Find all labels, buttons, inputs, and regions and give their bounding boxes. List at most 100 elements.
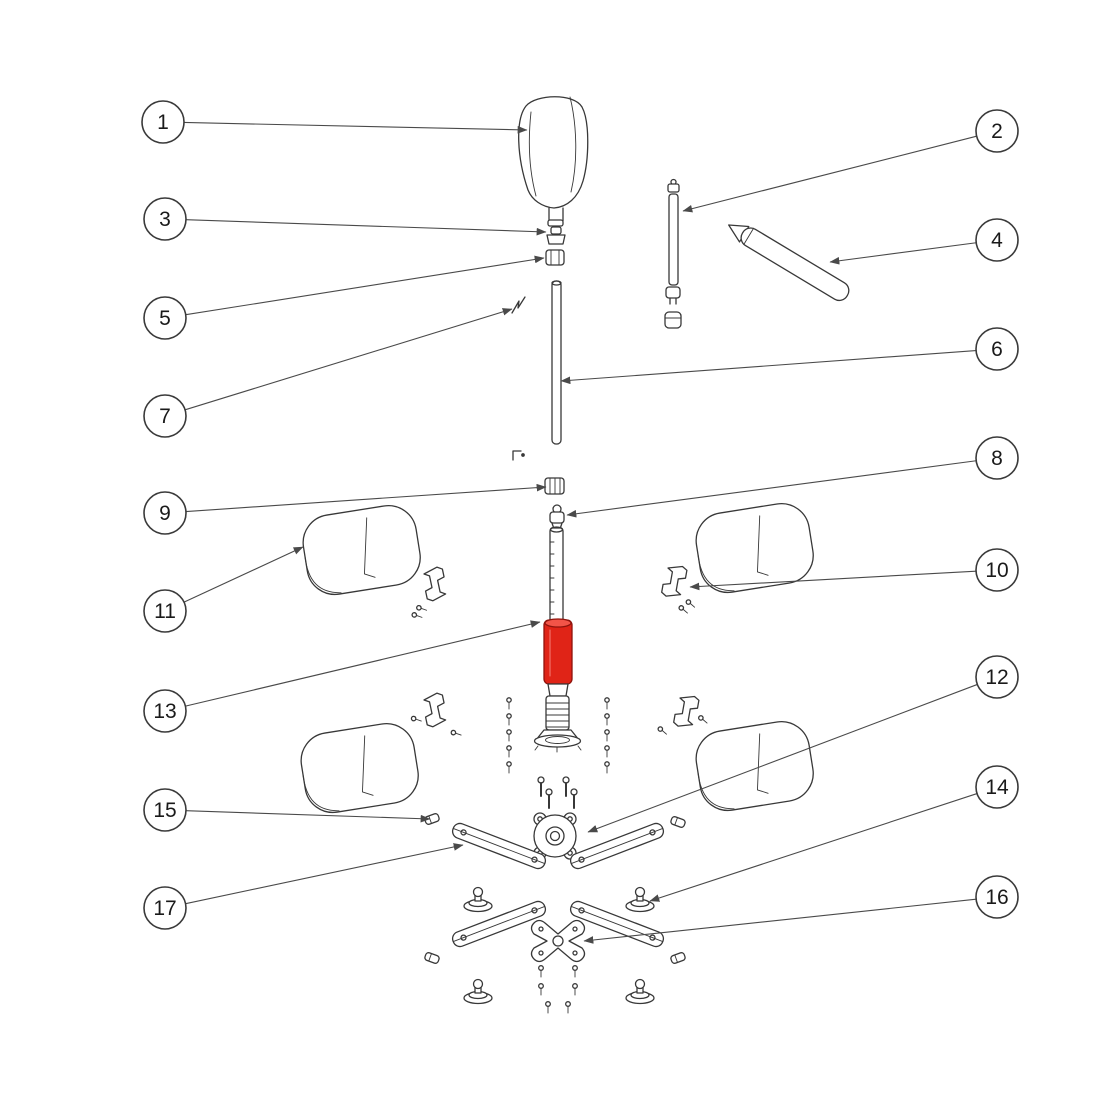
base-arm-upper-left bbox=[451, 822, 547, 870]
callout-6: 6 bbox=[560, 327, 1019, 385]
callout-number: 16 bbox=[985, 886, 1008, 909]
end-cap-lower-left bbox=[424, 952, 440, 964]
callout-number: 12 bbox=[985, 666, 1008, 689]
callout-13: 13 bbox=[143, 620, 541, 733]
callout-balloon bbox=[143, 788, 187, 832]
leader-line bbox=[185, 620, 541, 707]
column-top-fitting bbox=[549, 504, 565, 530]
caster-lower-right bbox=[625, 978, 655, 1005]
callout-balloon bbox=[975, 436, 1019, 480]
caster-upper-right bbox=[625, 886, 655, 913]
end-cap-upper-right bbox=[670, 816, 686, 828]
cylinder-base bbox=[533, 683, 582, 753]
mounting-bracket-top-right bbox=[661, 565, 696, 614]
callout-11: 11 bbox=[143, 546, 304, 633]
base-arm-upper-right bbox=[569, 822, 665, 870]
callout-number: 3 bbox=[159, 208, 171, 231]
callout-balloon bbox=[975, 875, 1019, 919]
callout-balloon bbox=[143, 296, 187, 340]
gas-cylinder-highlight bbox=[543, 618, 573, 685]
callout-number: 10 bbox=[985, 559, 1008, 582]
caster-lower-left bbox=[463, 978, 493, 1005]
lower-bushing bbox=[544, 477, 565, 495]
callout-2: 2 bbox=[682, 109, 1019, 213]
callout-number: 11 bbox=[154, 600, 176, 623]
seat-pad-top-left bbox=[302, 504, 421, 596]
callout-3: 3 bbox=[143, 197, 547, 241]
leader-line bbox=[583, 898, 977, 944]
leader-line bbox=[185, 219, 547, 236]
callout-number: 6 bbox=[991, 338, 1003, 361]
callout-number: 15 bbox=[153, 799, 176, 822]
leader-line bbox=[183, 546, 304, 603]
leader-line bbox=[829, 242, 977, 265]
spider-hub bbox=[533, 812, 577, 860]
callout-number: 5 bbox=[159, 307, 171, 330]
upper-tube bbox=[551, 280, 562, 445]
callout-balloon bbox=[975, 109, 1019, 153]
seat bbox=[518, 96, 589, 227]
seat-pad-top-right bbox=[695, 502, 814, 594]
callout-4: 4 bbox=[829, 218, 1019, 265]
screw-column-left bbox=[506, 697, 512, 774]
leader-line bbox=[185, 843, 464, 905]
leader-line bbox=[185, 483, 547, 513]
callout-balloon bbox=[143, 589, 187, 633]
callout-balloon bbox=[143, 689, 187, 733]
callout-16: 16 bbox=[583, 875, 1019, 944]
callout-number: 1 bbox=[157, 111, 169, 134]
callout-balloon bbox=[143, 886, 187, 930]
leader-line bbox=[185, 810, 431, 823]
callout-number: 13 bbox=[153, 700, 176, 723]
handle-rod bbox=[728, 224, 850, 302]
callout-5: 5 bbox=[143, 255, 545, 340]
seat-pad-bottom-left bbox=[300, 722, 419, 814]
leader-line bbox=[682, 135, 977, 213]
upper-bushing bbox=[545, 249, 565, 266]
callout-1: 1 bbox=[141, 100, 528, 144]
caster-upper-left bbox=[463, 886, 493, 913]
callout-balloon bbox=[143, 491, 187, 535]
retaining-clip bbox=[511, 296, 526, 314]
bottom-screws bbox=[538, 965, 578, 1014]
mounting-bracket-bottom-left bbox=[410, 692, 462, 736]
leader-line bbox=[566, 460, 977, 518]
parts-layer bbox=[300, 96, 850, 1014]
callout-8: 8 bbox=[566, 436, 1019, 518]
column-tube bbox=[549, 526, 564, 625]
callout-number: 2 bbox=[991, 120, 1003, 143]
corner-pin bbox=[512, 450, 525, 461]
mounting-bracket-bottom-right bbox=[657, 695, 708, 735]
callout-15: 15 bbox=[143, 788, 431, 832]
callout-balloon bbox=[975, 548, 1019, 592]
callout-balloon bbox=[975, 765, 1019, 809]
callout-number: 8 bbox=[991, 447, 1003, 470]
base-arm-lower-left bbox=[451, 900, 547, 948]
mounting-bracket-top-left bbox=[411, 566, 447, 618]
leader-line bbox=[184, 308, 513, 411]
adjustment-rod bbox=[664, 178, 682, 329]
screw-column-right bbox=[604, 697, 610, 774]
callout-14: 14 bbox=[649, 765, 1019, 902]
leader-line bbox=[587, 683, 978, 833]
bottom-plate bbox=[530, 919, 586, 963]
callout-balloon bbox=[975, 218, 1019, 262]
callout-12: 12 bbox=[587, 655, 1019, 833]
leader-line bbox=[185, 255, 545, 316]
callout-number: 17 bbox=[153, 897, 176, 920]
end-cap-lower-right bbox=[670, 952, 686, 964]
callout-balloon bbox=[143, 197, 187, 241]
callout-balloon bbox=[975, 655, 1019, 699]
callout-balloon bbox=[975, 327, 1019, 371]
callout-number: 4 bbox=[991, 229, 1003, 252]
callout-balloon bbox=[141, 100, 185, 144]
callout-balloon bbox=[143, 394, 187, 438]
callout-number: 14 bbox=[985, 776, 1009, 799]
seat-post-fitting bbox=[546, 226, 566, 245]
callout-10: 10 bbox=[689, 548, 1019, 592]
leader-line bbox=[689, 570, 977, 591]
leader-line bbox=[649, 793, 978, 902]
callout-17: 17 bbox=[143, 843, 464, 930]
